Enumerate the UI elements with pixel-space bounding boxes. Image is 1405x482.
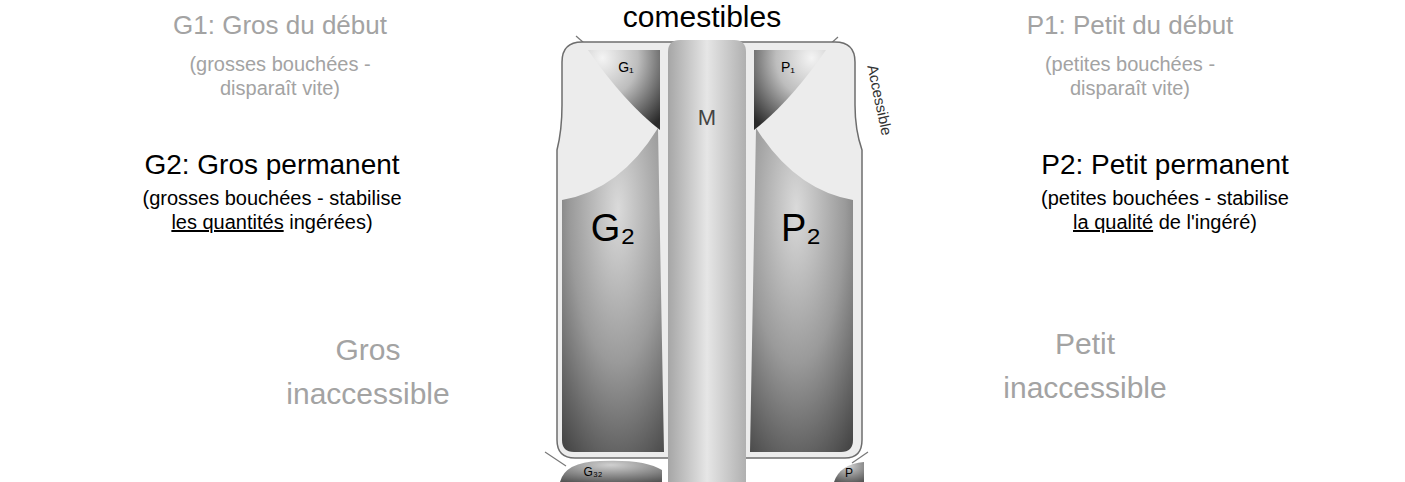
nucleus-region: G₂ [560, 128, 664, 454]
region-shape [588, 50, 660, 130]
nucleus-region: P₂ [750, 128, 854, 454]
region-label: Petit inaccessible [990, 322, 1180, 409]
nucleus-description: (petites bouchées - disparaît vite) [1025, 52, 1235, 100]
region-shape [834, 462, 864, 482]
nucleus-description: (grosses bouchées - stabilise les quanti… [132, 186, 412, 234]
median-column: M [668, 40, 746, 482]
region-letter: M [698, 107, 716, 129]
text-run: (petites bouchées - stabilise [1041, 187, 1289, 209]
region-shape [562, 128, 664, 452]
inaccessible-region: P [832, 458, 864, 482]
region-letter: P [845, 467, 853, 479]
text-run: ingérées) [284, 211, 373, 233]
region-outline [750, 128, 854, 454]
region-letter: P₂ [781, 209, 821, 247]
region-label: Accessible [865, 63, 895, 136]
text-run: (grosses bouchées - stabilise [142, 187, 401, 209]
region-letter: G₂ [591, 209, 635, 247]
underlined-words: la qualité [1073, 211, 1153, 233]
region-letter: P₁ [781, 60, 795, 74]
region-outline [560, 128, 664, 454]
region-shape [750, 128, 853, 452]
nucleus-title: P2: Petit permanent [1041, 148, 1288, 182]
region-outline [555, 458, 665, 482]
nucleus-region: P₁ [754, 50, 826, 130]
nucleus-region: G₁ [588, 50, 660, 130]
region-shape [754, 50, 826, 130]
nucleus-description: (petites bouchées - stabilise la qualité… [1034, 186, 1296, 234]
nucleus-title: G1: Gros du début [173, 10, 387, 41]
region-letter: G₁ [618, 60, 634, 74]
region-letter: G₃₂ [584, 466, 603, 478]
region-shape [560, 461, 662, 482]
text-run: de l'ingéré) [1153, 211, 1257, 233]
underlined-words: les quantités [171, 211, 283, 233]
region-label: Gros inaccessible [273, 328, 463, 415]
nucleus-title: P1: Petit du début [1027, 10, 1234, 41]
nucleus-title: G2: Gros permanent [144, 148, 399, 182]
region-shape [668, 40, 746, 482]
heading-fragment: comestibles [623, 0, 781, 35]
nucleus-description: (grosses bouchées - disparaît vite) [175, 52, 385, 100]
inaccessible-region: G₃₂ [555, 458, 665, 482]
